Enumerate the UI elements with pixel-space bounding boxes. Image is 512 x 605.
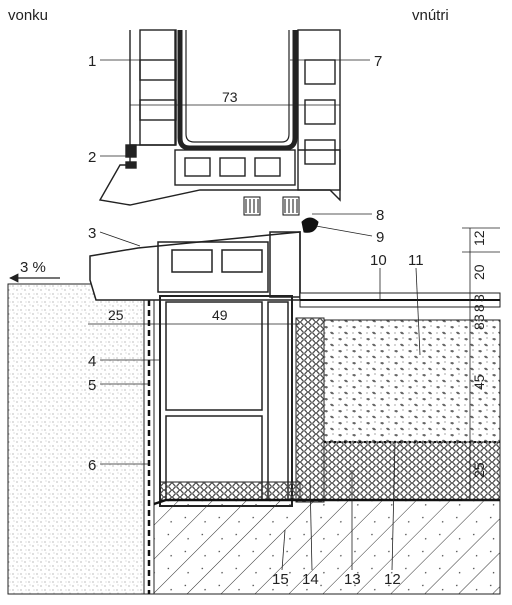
callout-12: 12 (384, 571, 401, 588)
dim-v-2: 3 (471, 294, 487, 302)
dim-overlap: 49 (212, 307, 228, 323)
callout-8: 8 (376, 207, 384, 224)
dim-v-6: 45 (471, 374, 487, 390)
label-inside: vnútri (412, 7, 449, 24)
callout-2: 2 (88, 149, 96, 166)
dim-v-5: 8 (471, 322, 487, 330)
callout-14: 14 (302, 571, 319, 588)
callout-9: 9 (376, 229, 384, 246)
callout-leaders (99, 59, 421, 571)
dim-v-1: 20 (471, 264, 487, 280)
floor-build-up (299, 292, 501, 501)
callout-15: 15 (272, 571, 289, 588)
slope-label: 3 % (20, 259, 46, 276)
callout-11: 11 (408, 252, 424, 269)
callout-1: 1 (88, 53, 96, 70)
dim-v-4: 3 (471, 314, 487, 322)
callout-3: 3 (88, 225, 96, 242)
callout-6: 6 (88, 457, 96, 474)
dimension-lines (9, 104, 500, 501)
dim-v-3: 8 (471, 304, 487, 312)
dim-offset: 25 (108, 307, 124, 323)
dim-v-0: 12 (471, 230, 487, 246)
sub-sill-insulation (159, 317, 325, 503)
window-sash (98, 29, 341, 206)
dim-v-7: 25 (471, 462, 487, 478)
exterior-wall (7, 283, 155, 595)
dim-frame-width: 73 (222, 89, 238, 105)
label-outside: vonku (8, 7, 48, 24)
callout-10: 10 (370, 252, 387, 269)
concrete-slab (153, 498, 501, 595)
callout-13: 13 (344, 571, 361, 588)
callout-4: 4 (88, 353, 96, 370)
callout-5: 5 (88, 377, 96, 394)
callout-7: 7 (374, 53, 382, 70)
gasket-seals (243, 196, 319, 233)
